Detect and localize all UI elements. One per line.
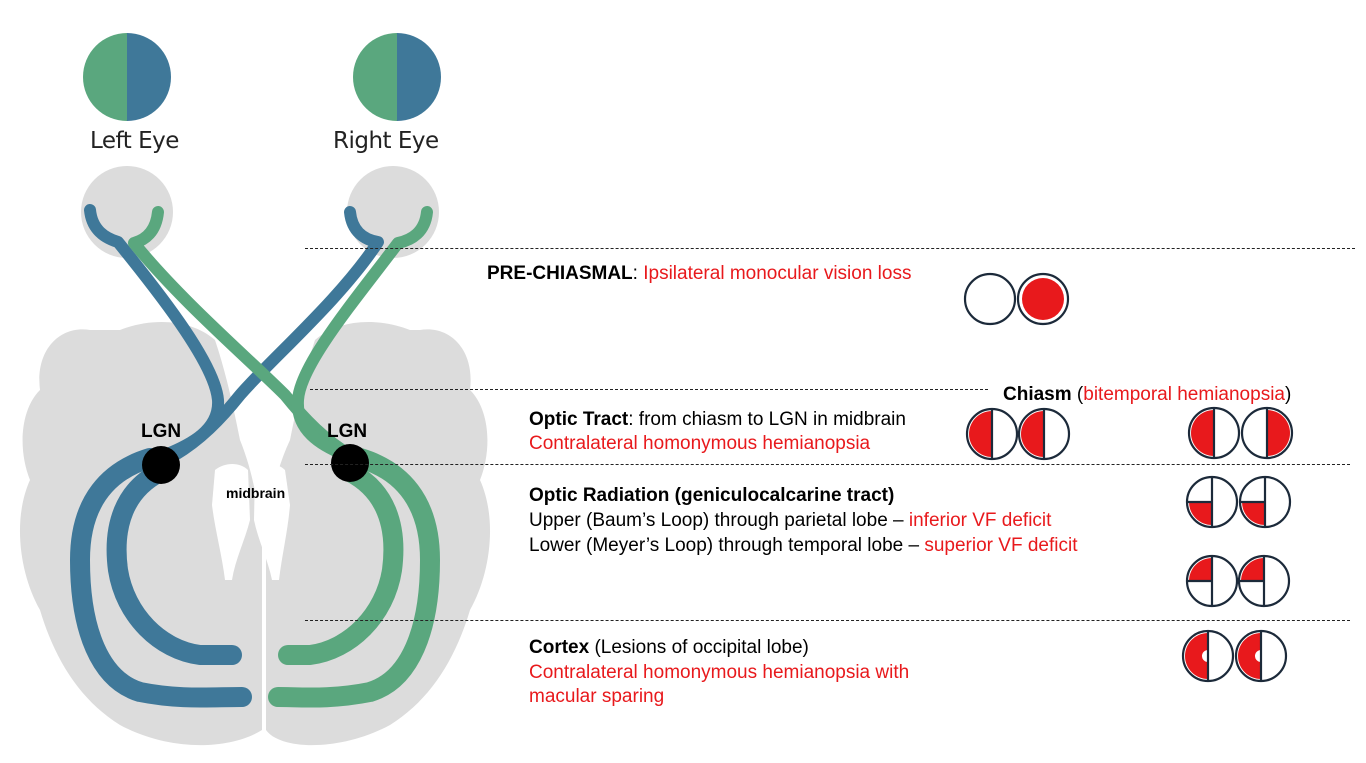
- radiation-lower-deficit: superior VF deficit: [924, 535, 1078, 556]
- blue-inner-radiation: [106, 462, 242, 665]
- vf-rad-lower-right-eye-lines: [1239, 556, 1266, 606]
- left-lgn-node: [142, 446, 180, 484]
- vf-chiasm-left-eye-fill: [1191, 410, 1214, 456]
- radiation-upper-text: Upper (Baum’s Loop) through parietal lob…: [529, 510, 904, 531]
- vf-tract-right-eye-fill: [1021, 411, 1044, 457]
- left-eye-temporal-half: [83, 33, 127, 121]
- left-eye-nasal-half: [127, 33, 171, 121]
- separator-cortex: [305, 620, 1350, 621]
- prechiasmal-separator: :: [632, 263, 638, 284]
- midbrain-shape: [212, 464, 250, 580]
- lgn-right-label: LGN: [327, 421, 368, 442]
- chiasm-open: (: [1076, 384, 1084, 405]
- separator-prechiasmal: [305, 248, 1355, 249]
- chiasm-title: Chiasm: [1003, 384, 1072, 405]
- vf-rad-lower-left-eye-lines: [1187, 556, 1214, 606]
- optic-tract-heading: Optic Tract: from chiasm to LGN in midbr…: [529, 408, 906, 431]
- right-lgn-node: [331, 444, 369, 482]
- visual-field-icons: [963, 272, 1294, 683]
- vf-rad-upper-right-eye-lines: [1240, 477, 1267, 527]
- green-outer-radiation: [268, 448, 440, 708]
- cortex-title: Cortex: [529, 637, 590, 658]
- right-eye-label: Right Eye: [333, 128, 439, 154]
- midbrain-label: midbrain: [226, 485, 286, 501]
- cortex-desc-line1: Contralateral homonymous hemianopsia wit…: [529, 662, 910, 683]
- vf-radiation-lower: [1185, 554, 1291, 608]
- cortex-rest: (Lesions of occipital lobe): [594, 637, 809, 658]
- vf-prechiasmal-left-eye: [963, 272, 1017, 326]
- vf-chiasm-right-eye-fill: [1267, 410, 1290, 456]
- green-right-retina-fibers: [291, 206, 433, 461]
- vf-tract-left-eye-fill: [969, 411, 992, 457]
- vf-rad-lower-right-eye-fill: [1241, 558, 1264, 581]
- green-left-retina-fibers: [128, 206, 356, 461]
- vf-chiasm: [1187, 406, 1294, 460]
- right-eye: [353, 33, 441, 121]
- chiasm-desc: bitemporal hemianopsia: [1083, 384, 1285, 405]
- vf-prechiasmal-right-eye-fill: [1022, 278, 1064, 320]
- prechiasmal-heading: PRE-CHIASMAL: Ipsilateral monocular visi…: [487, 262, 911, 285]
- left-eye-label: Left Eye: [90, 128, 179, 154]
- vf-cortex-right-eye-fill: [1238, 633, 1261, 679]
- green-inner-radiation: [278, 462, 404, 665]
- vf-cortex-left-eye-fill: [1185, 633, 1208, 679]
- lgn-left-label: LGN: [141, 421, 182, 442]
- vf-rad-upper-right-eye-fill: [1242, 502, 1265, 525]
- optic-tract-title: Optic Tract: [529, 409, 629, 430]
- optic-radiation-title: Optic Radiation (geniculocalcarine tract…: [529, 485, 895, 506]
- radiation-lower-text: Lower (Meyer’s Loop) through temporal lo…: [529, 535, 920, 556]
- vf-rad-lower-left-eye-fill: [1189, 558, 1212, 581]
- radiation-upper-deficit: inferior VF deficit: [908, 510, 1052, 531]
- chiasm-heading: Chiasm (bitemporal hemianopsia): [1003, 383, 1291, 406]
- vf-prechiasmal: [963, 272, 1070, 326]
- vf-rad-upper-left-eye-lines: [1187, 477, 1214, 527]
- blue-pathway: [70, 204, 384, 708]
- separator-tract: [305, 464, 1350, 465]
- optic-tract-desc: Contralateral homonymous hemianopsia: [529, 433, 871, 454]
- blue-outer-radiation: [70, 448, 252, 708]
- prechiasmal-desc: Ipsilateral monocular vision loss: [643, 263, 912, 284]
- chiasm-close: ): [1284, 384, 1292, 405]
- midbrain-shape-right: [254, 464, 290, 580]
- right-eye-temporal-half: [397, 33, 441, 121]
- blue-right-retina-fibers: [169, 206, 384, 461]
- vf-rad-upper-left-eye-fill: [1189, 502, 1212, 525]
- vf-radiation-upper: [1185, 475, 1292, 529]
- vf-cortex: [1181, 629, 1288, 683]
- vf-optic-tract: [965, 407, 1071, 461]
- cortex-desc-line2: macular sparing: [529, 686, 665, 707]
- cortex-heading: Cortex (Lesions of occipital lobe): [529, 636, 809, 659]
- separator-chiasm: [310, 389, 988, 390]
- left-eye: [83, 33, 171, 121]
- prechiasmal-title: PRE-CHIASMAL: [487, 263, 633, 284]
- optic-tract-rest: : from chiasm to LGN in midbrain: [628, 409, 906, 430]
- right-eye-nasal-half: [353, 33, 397, 121]
- green-pathway: [128, 206, 440, 708]
- optic-radiation-lower: Lower (Meyer’s Loop) through temporal lo…: [529, 534, 1077, 557]
- optic-radiation-upper: Upper (Baum’s Loop) through parietal lob…: [529, 509, 1051, 532]
